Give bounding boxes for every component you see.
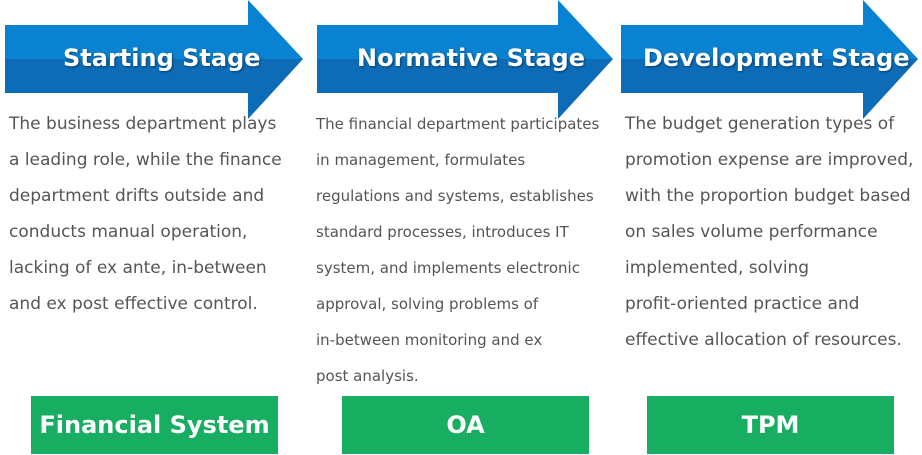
description-line: promotion expense are improved,: [625, 150, 914, 170]
arrow-shape: [5, 0, 303, 119]
description-line: The business department plays: [9, 114, 277, 134]
description-line: The financial department participates: [316, 115, 600, 133]
arrow-shape: [621, 0, 918, 119]
description-line: profit-oriented practice and: [625, 294, 860, 314]
arrow-shape: [317, 0, 613, 119]
system-label-box: OA: [342, 396, 589, 454]
description-line: effective allocation of resources.: [625, 330, 902, 350]
description-line: on sales volume performance: [625, 222, 878, 242]
stage-title: Development Stage: [643, 44, 910, 72]
description-line: department drifts outside and: [9, 186, 265, 206]
stage-title: Normative Stage: [357, 44, 585, 72]
description-line: lacking of ex ante, in-between: [9, 258, 267, 278]
stage-arrow: Starting Stage: [5, 0, 303, 120]
stage-description: The financial department participates in …: [316, 106, 599, 394]
stage-description: The business department plays a leading r…: [9, 106, 282, 322]
stage-title: Starting Stage: [63, 44, 261, 72]
description-line: regulations and systems, establishes: [316, 187, 594, 205]
description-line: in-between monitoring and ex: [316, 331, 543, 349]
stage-description: The budget generation types of promotion …: [625, 106, 913, 358]
description-line: conducts manual operation,: [9, 222, 248, 242]
description-line: system, and implements electronic: [316, 259, 580, 277]
description-line: with the proportion budget based: [625, 186, 911, 206]
system-label-box: Financial System: [31, 396, 278, 454]
description-line: implemented, solving: [625, 258, 810, 278]
description-line: The budget generation types of: [625, 114, 895, 134]
system-label-box: TPM: [647, 396, 894, 454]
description-line: a leading role, while the finance: [9, 150, 282, 170]
description-line: post analysis.: [316, 367, 419, 385]
description-line: in management, formulates: [316, 151, 526, 169]
stage-arrow: Development Stage: [621, 0, 918, 120]
description-line: approval, solving problems of: [316, 295, 539, 313]
description-line: and ex post effective control.: [9, 294, 258, 314]
stage-arrow: Normative Stage: [317, 0, 613, 120]
description-line: standard processes, introduces IT: [316, 223, 569, 241]
